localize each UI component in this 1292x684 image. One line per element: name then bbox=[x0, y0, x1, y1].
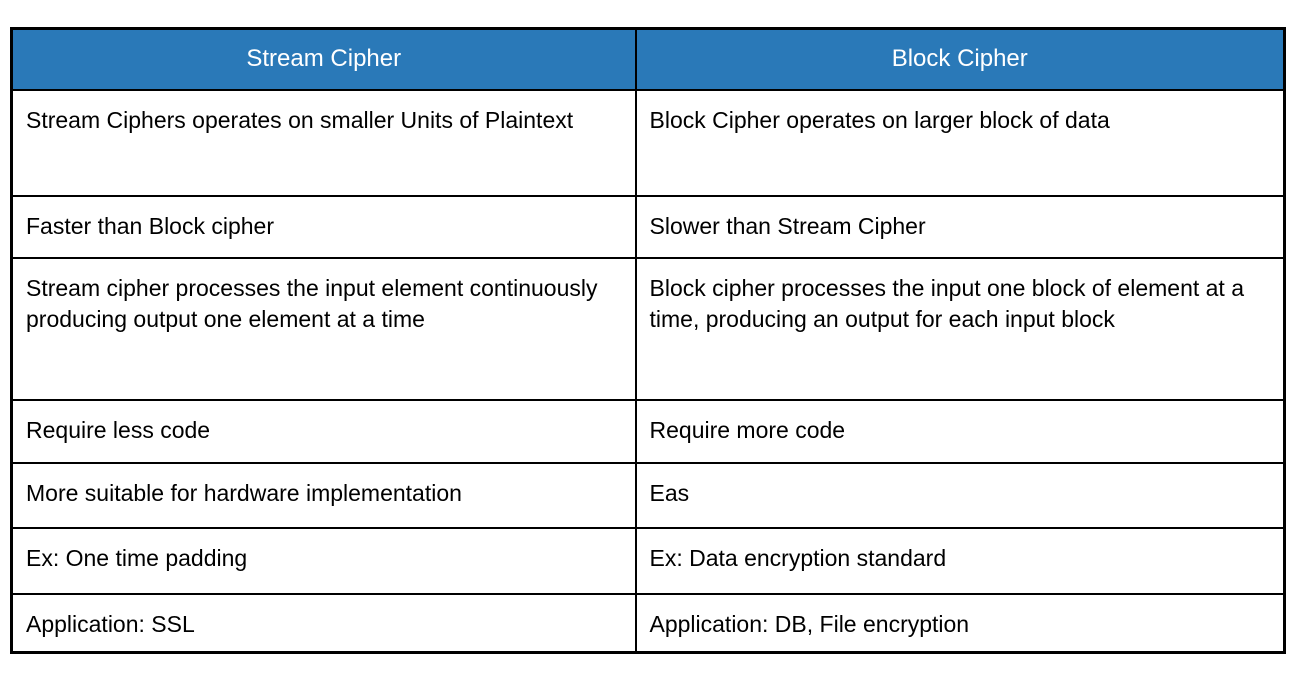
table-row: Stream cipher processes the input elemen… bbox=[10, 256, 1286, 401]
table-cell-block: Block cipher processes the input one blo… bbox=[634, 256, 1286, 401]
table-cell-stream: More suitable for hardware implementatio… bbox=[10, 461, 637, 529]
table-cell-stream: Require less code bbox=[10, 398, 637, 464]
table-cell-stream: Faster than Block cipher bbox=[10, 194, 637, 259]
table-row: Application: SSL Application: DB, File e… bbox=[10, 592, 1286, 654]
table-cell-block: Eas bbox=[634, 461, 1286, 529]
table-cell-block: Application: DB, File encryption bbox=[634, 592, 1286, 654]
comparison-table: Stream Cipher Block Cipher Stream Cipher… bbox=[10, 27, 1286, 654]
table-cell-stream: Application: SSL bbox=[10, 592, 637, 654]
table-row: Require less code Require more code bbox=[10, 398, 1286, 464]
table-cell-stream: Stream cipher processes the input elemen… bbox=[10, 256, 637, 401]
table-cell-block: Ex: Data encryption standard bbox=[634, 526, 1286, 595]
table-row: Stream Ciphers operates on smaller Units… bbox=[10, 88, 1286, 197]
table-cell-block: Require more code bbox=[634, 398, 1286, 464]
header-row: Stream Cipher Block Cipher bbox=[10, 28, 1286, 91]
column-header-block-cipher: Block Cipher bbox=[634, 28, 1286, 91]
table-row: More suitable for hardware implementatio… bbox=[10, 461, 1286, 529]
table-cell-stream: Stream Ciphers operates on smaller Units… bbox=[10, 88, 637, 197]
table-row: Faster than Block cipher Slower than Str… bbox=[10, 194, 1286, 259]
table-cell-block: Slower than Stream Cipher bbox=[634, 194, 1286, 259]
table-cell-stream: Ex: One time padding bbox=[10, 526, 637, 595]
table-cell-block: Block Cipher operates on larger block of… bbox=[634, 88, 1286, 197]
column-header-stream-cipher: Stream Cipher bbox=[10, 28, 637, 91]
table-row: Ex: One time padding Ex: Data encryption… bbox=[10, 526, 1286, 595]
